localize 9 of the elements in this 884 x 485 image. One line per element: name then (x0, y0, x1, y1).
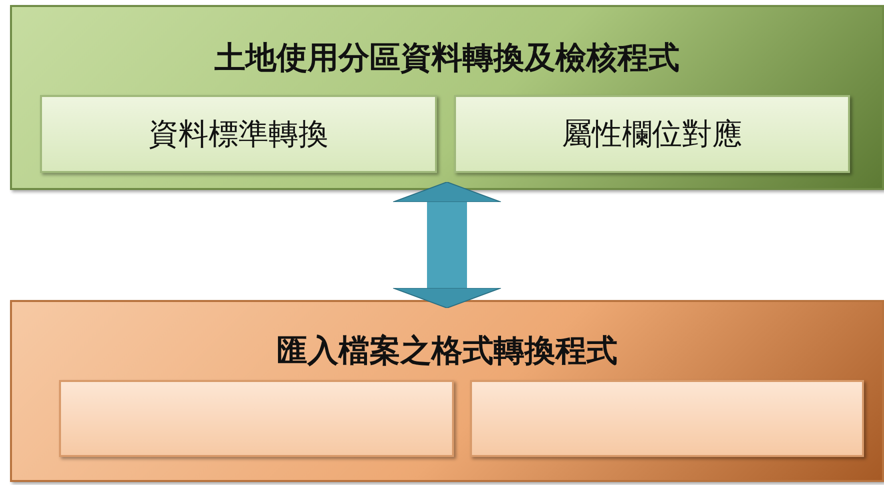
panel (10, 5, 884, 190)
panel (10, 300, 884, 482)
empty-box (59, 380, 454, 457)
label-box: 資料標準轉換 (40, 95, 437, 173)
heading: 匯入檔案之格式轉換程式 (276, 332, 618, 371)
label-box: 屬性欄位對應 (454, 95, 850, 173)
heading: 土地使用分區資料轉換及檢核程式 (214, 39, 680, 78)
empty-box (470, 380, 864, 457)
double-arrow (392, 182, 502, 308)
